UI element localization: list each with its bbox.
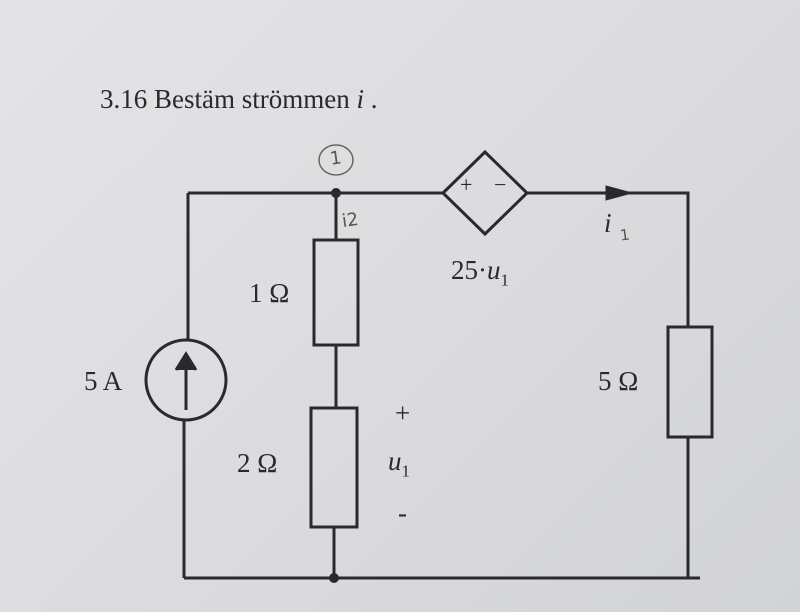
current-i-label: i: [604, 208, 612, 238]
handwritten-branch-current: i2: [340, 208, 360, 233]
problem-title: 3.16 Bestäm strömmen i .: [100, 84, 378, 115]
resistor-5-label: 5 Ω: [598, 366, 639, 396]
u1-plus: +: [395, 398, 411, 428]
dep-source-plus: +: [460, 172, 473, 197]
wire-middle: [332, 193, 338, 578]
resistor-5-symbol: [666, 325, 714, 439]
problem-end: .: [370, 84, 378, 114]
arrow-up-icon: [174, 351, 198, 410]
current-source-symbol: [144, 338, 228, 422]
dependent-source-diamond: [440, 149, 530, 237]
problem-number: 3.16: [100, 84, 148, 114]
dep-source-minus: −: [494, 172, 507, 197]
u1-minus: -: [398, 498, 407, 528]
wire-left: [182, 193, 190, 578]
resistor-2-symbol: [309, 406, 359, 529]
dep-source-label: 25·u1: [451, 255, 509, 290]
current-source-label: 5 A: [84, 366, 123, 396]
u1-label: u1: [388, 446, 410, 481]
node-dot-bottom: [329, 573, 339, 583]
problem-variable: i: [356, 84, 364, 114]
resistor-1-symbol: [312, 238, 360, 347]
problem-text: Bestäm strömmen: [154, 84, 350, 114]
current-arrow-icon: [605, 185, 634, 201]
resistor-2-label: 2 Ω: [237, 448, 278, 478]
wire-top-right: [527, 191, 690, 327]
handwritten-circle: [318, 144, 354, 176]
resistor-1-label: 1 Ω: [249, 278, 290, 308]
node-dot-top: [331, 188, 341, 198]
